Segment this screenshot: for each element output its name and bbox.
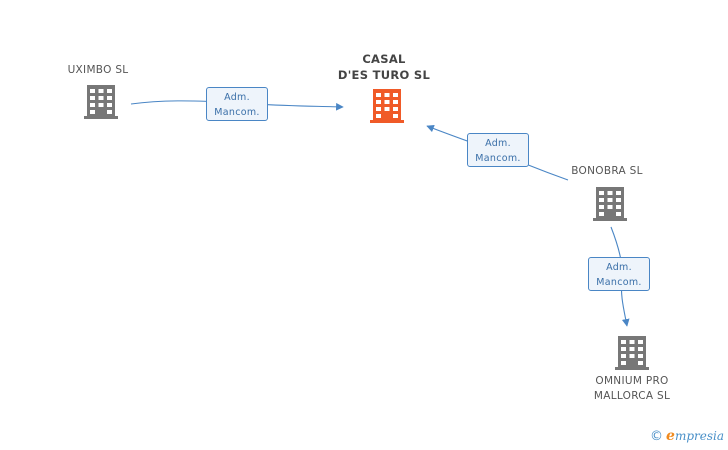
relation-role-detail: Mancom.	[475, 153, 521, 164]
relation-label: Adm. Mancom.	[206, 87, 268, 121]
building-icon[interactable]	[615, 334, 649, 370]
relation-role-detail: Mancom.	[596, 277, 642, 288]
company-label-omnium[interactable]: OMNIUM PRO MALLORCA SL	[593, 375, 671, 402]
company-label-main[interactable]: CASAL D'ES TURO SL	[337, 52, 431, 82]
relation-label: Adm. Mancom.	[588, 257, 650, 291]
building-icon[interactable]	[593, 185, 627, 221]
relation-label: Adm. Mancom.	[467, 133, 529, 167]
brand-initial: e	[666, 428, 675, 444]
copyright-icon: ©	[650, 429, 664, 444]
relation-role: Adm.	[224, 92, 250, 103]
company-label-uximbo[interactable]: UXIMBO SL	[67, 64, 129, 76]
relation-role: Adm.	[606, 262, 632, 273]
building-icon-main[interactable]	[370, 87, 404, 123]
company-label-bonobra[interactable]: BONOBRA SL	[571, 165, 643, 177]
empresia-logo: ©empresia	[650, 428, 724, 444]
relation-role-detail: Mancom.	[214, 107, 260, 118]
building-icon[interactable]	[84, 83, 118, 119]
relation-role: Adm.	[485, 138, 511, 149]
brand-name: mpresia	[674, 429, 724, 443]
